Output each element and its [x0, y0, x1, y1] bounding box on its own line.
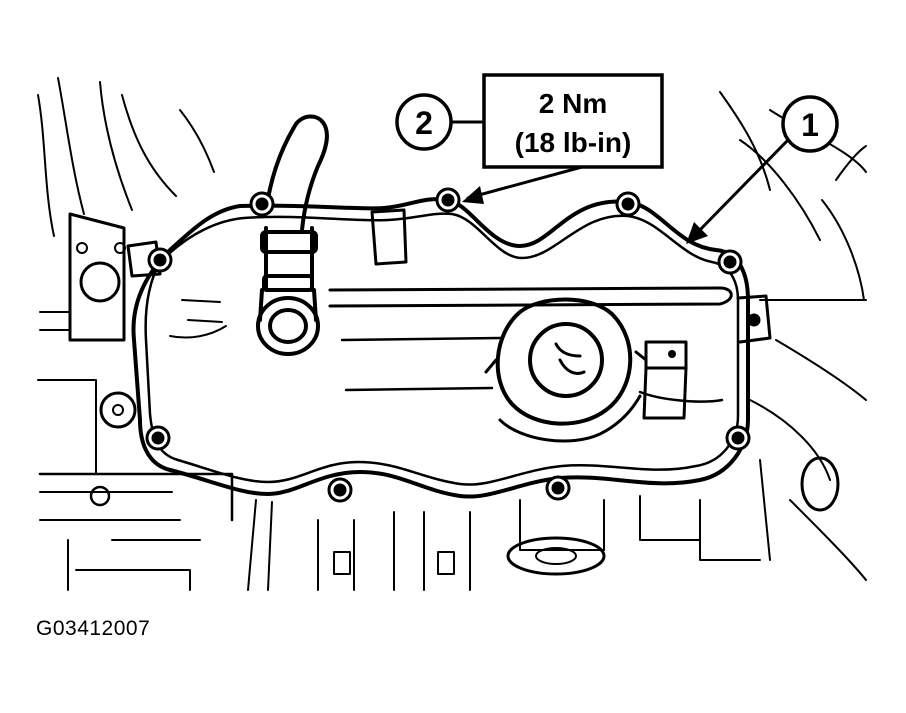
cover-bolt — [147, 247, 173, 273]
cover-bolt — [249, 191, 275, 217]
cover-bolt — [615, 191, 641, 217]
cover-bracket-lower-right — [644, 340, 688, 370]
cover-bolt — [545, 475, 571, 501]
figure-id: G03412007 — [36, 617, 151, 640]
torque-spec-value: 2 Nm — [539, 88, 607, 119]
left-mount-bracket — [126, 208, 772, 344]
callout-1-leader — [692, 138, 790, 238]
cover-bolt — [725, 425, 751, 451]
cover-bolt — [435, 187, 461, 213]
oil-filler-cap — [484, 297, 648, 443]
valve-cover-gasket-outline — [131, 197, 750, 499]
cover-bolt — [327, 477, 353, 503]
callout-1: 1 — [686, 95, 839, 244]
cover-bolt — [717, 249, 743, 275]
callout-2: 2 2 Nm (18 lb-in) — [395, 73, 664, 204]
torque-spec-imperial: (18 lb-in) — [515, 127, 632, 158]
valve-cover-inner-edge — [144, 212, 740, 486]
valve-cover — [131, 197, 750, 499]
callout-2-arrowhead — [462, 186, 484, 204]
callout-circle — [781, 95, 839, 153]
cover-bolt — [145, 425, 171, 451]
callout-number: 1 — [801, 107, 819, 143]
callout-2-leader — [466, 165, 584, 200]
cover-bolts — [145, 187, 751, 503]
breather-tube — [256, 114, 329, 356]
callout-number: 2 — [415, 105, 433, 141]
torque-spec-box — [482, 73, 664, 169]
valve-cover-top-rib — [328, 286, 733, 308]
engine-background-detail — [37, 77, 867, 591]
callout-1-arrowhead — [686, 222, 708, 244]
